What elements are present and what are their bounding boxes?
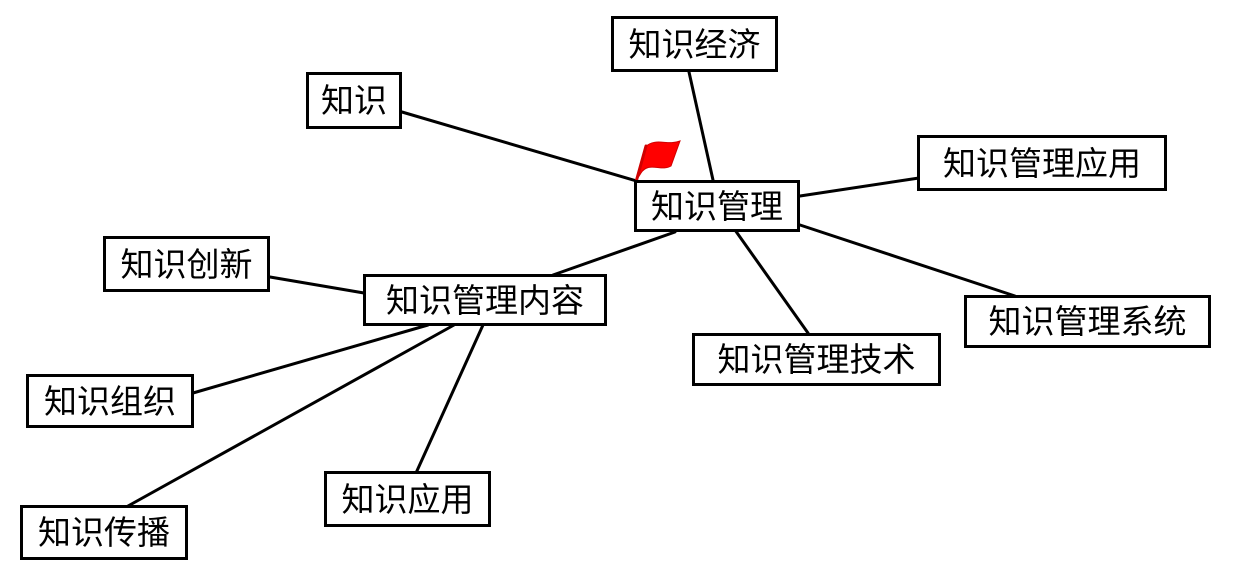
central-node-knowledge-management: 知识管理 — [634, 180, 800, 232]
node-km-content: 知识管理内容 — [363, 274, 607, 326]
connector-km-to-km-technology — [733, 228, 810, 335]
connector-content-to-knowledge-organization — [191, 323, 430, 395]
connector-km-to-knowledge — [400, 110, 642, 184]
node-knowledge-innovation: 知识创新 — [103, 236, 270, 292]
node-km-application: 知识管理应用 — [917, 135, 1167, 191]
node-km-technology: 知识管理技术 — [692, 333, 941, 386]
connector-km-to-km-system — [795, 222, 1017, 298]
flag-icon — [634, 140, 681, 184]
node-knowledge: 知识 — [306, 72, 402, 129]
connector-km-to-km-application — [798, 176, 921, 198]
node-knowledge-economy: 知识经济 — [611, 16, 778, 72]
connector-content-to-knowledge-innovation — [268, 275, 366, 295]
connector-km-to-km-content — [551, 230, 677, 277]
node-knowledge-organization: 知识组织 — [26, 374, 194, 428]
connector-km-to-knowledge-economy — [687, 70, 715, 182]
node-knowledge-application: 知识应用 — [324, 471, 491, 527]
connector-content-to-knowledge-application — [414, 323, 485, 475]
connector-content-to-knowledge-dissemination — [126, 323, 456, 508]
node-knowledge-dissemination: 知识传播 — [20, 505, 188, 560]
node-km-system: 知识管理系统 — [964, 295, 1211, 348]
